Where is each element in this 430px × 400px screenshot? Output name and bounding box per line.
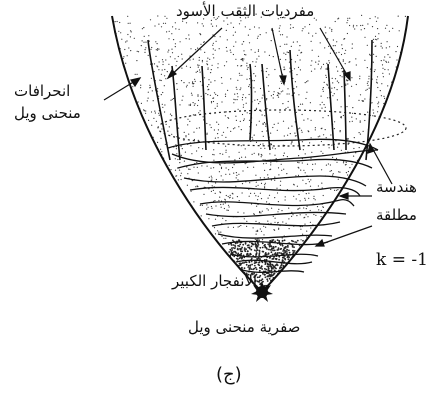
black-hole-singularities-label: مفرديات الثقب الأسود <box>176 2 314 21</box>
absolute-geometry-label-line2: مطلقة <box>376 206 417 225</box>
weyl-curvature-zero-label: صفرية منحنى ويل <box>188 318 300 337</box>
weyl-curvature-deviations-label-line2: منحنى ويل <box>14 104 81 123</box>
weyl-curvature-deviations-label-line1: انحرافات <box>14 82 70 101</box>
bowl-left-edge <box>112 16 262 292</box>
wavy-slices <box>168 139 378 272</box>
absolute-geometry-label-line1: هندسة <box>376 178 417 197</box>
curvature-k-label: k = -1 <box>376 250 428 270</box>
big-bang-label: الانفجار الكبير <box>172 272 257 291</box>
figure-caption: (ج) <box>216 364 242 387</box>
